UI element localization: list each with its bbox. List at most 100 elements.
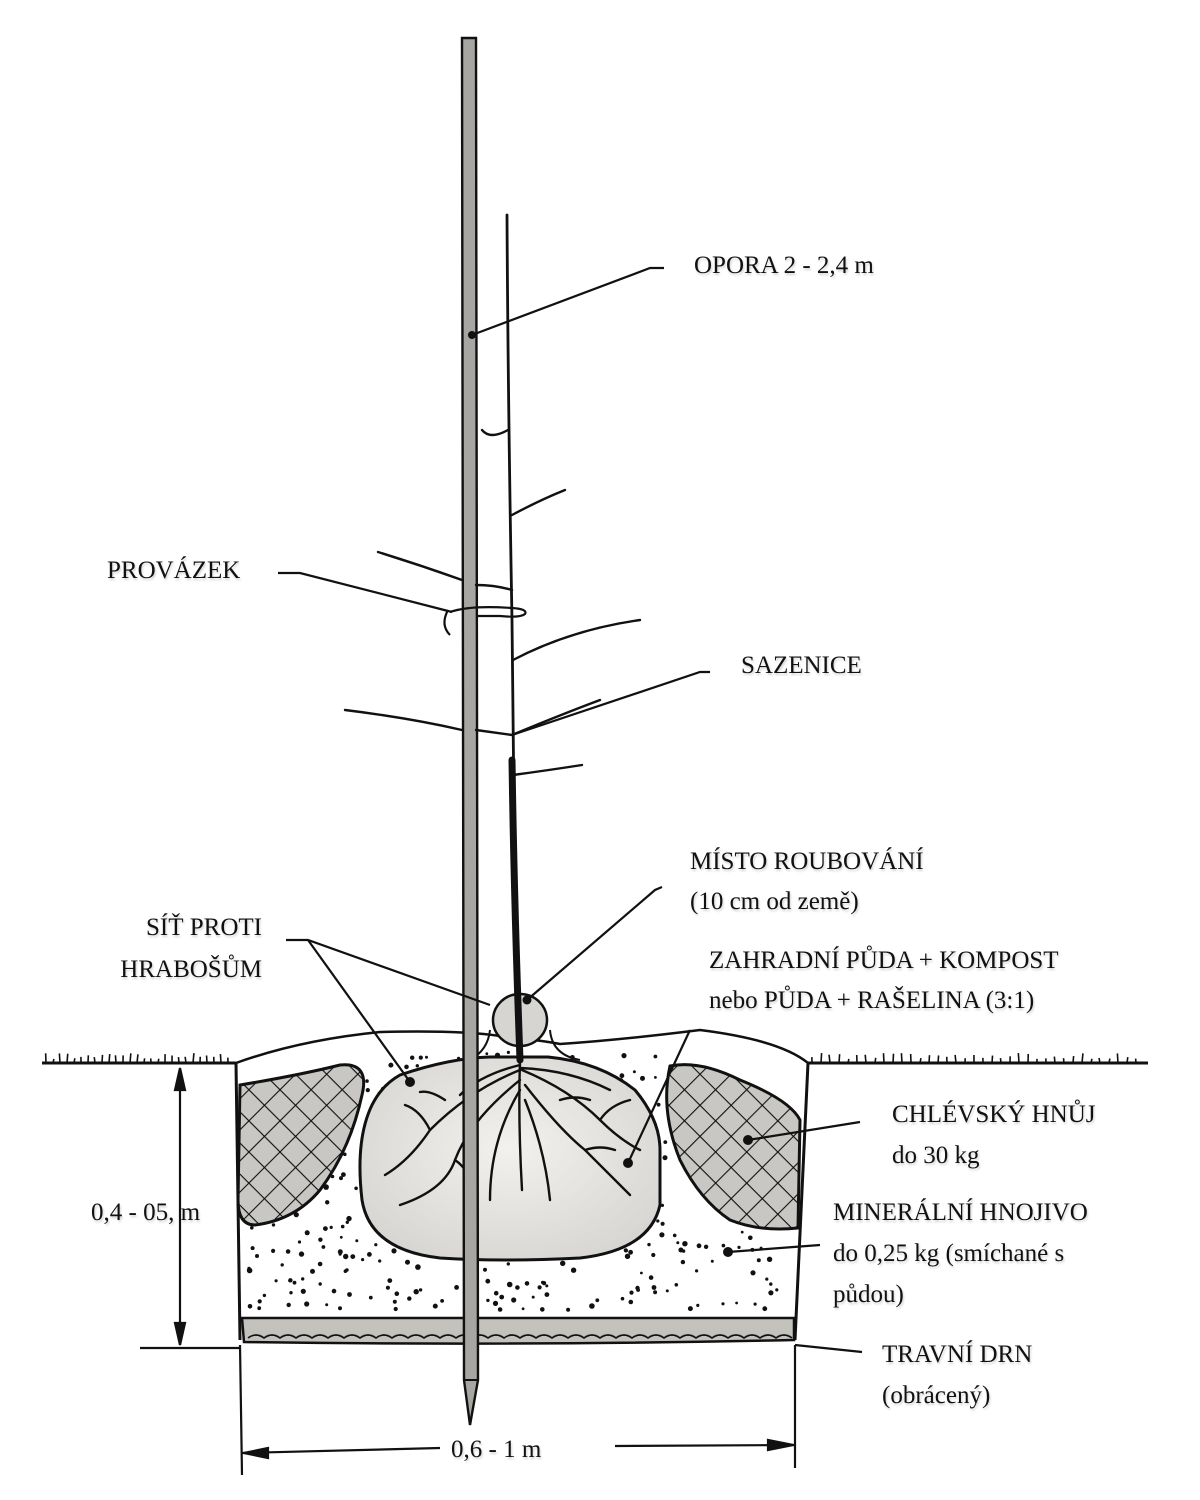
soil-dot (515, 1285, 520, 1290)
grass-tick (865, 1055, 866, 1063)
soil-dot (748, 1236, 753, 1241)
soil-dot (414, 1289, 419, 1294)
soil-dot (318, 1238, 322, 1242)
soil-dot (251, 1246, 255, 1250)
soil-dot (350, 1254, 355, 1259)
sod-layer (242, 1318, 794, 1344)
soil-dot (507, 1282, 513, 1288)
soil-dot (305, 1230, 310, 1235)
grass-tick (67, 1054, 68, 1063)
grass-tick (848, 1059, 849, 1063)
grass-tick (829, 1055, 830, 1063)
soil-dot (647, 1243, 650, 1246)
soil-dot (346, 1216, 351, 1221)
soil-dot (338, 1306, 342, 1310)
soil-dot (675, 1283, 679, 1287)
soil-dot (657, 1103, 661, 1107)
soil-dot (681, 1260, 685, 1264)
soil-dot (415, 1264, 421, 1270)
soil-dot (769, 1282, 772, 1285)
soil-dot (325, 1200, 329, 1204)
soil-dot (750, 1270, 755, 1275)
ground-surface (42, 1053, 1148, 1063)
label-opora: OPORA 2 - 2,4 m (694, 248, 874, 284)
support-stake (462, 38, 478, 1425)
soil-dot (289, 1291, 292, 1294)
soil-dot (330, 1226, 333, 1229)
soil-dot (416, 1064, 419, 1067)
soil-dot (666, 1289, 669, 1292)
soil-dot (365, 1079, 369, 1083)
soil-dot (388, 1063, 393, 1068)
soil-dot (767, 1257, 772, 1262)
soil-dot (407, 1296, 411, 1300)
soil-dot (659, 1232, 664, 1237)
label-misto-roubovani-note: (10 cm od země) (690, 884, 859, 920)
grass-tick (929, 1055, 930, 1063)
leader-provazek (278, 573, 452, 612)
soil-dot (287, 1303, 291, 1307)
soil-dot (355, 1239, 358, 1242)
soil-dot (493, 1301, 498, 1306)
soil-dot (595, 1298, 599, 1302)
soil-dot (405, 1260, 410, 1265)
soil-dot (341, 1172, 346, 1177)
soil-dot (247, 1267, 250, 1270)
grass-tick (1018, 1053, 1019, 1063)
soil-dot (620, 1073, 625, 1078)
label-provazek: PROVÁZEK (107, 553, 240, 589)
soil-dot (347, 1292, 352, 1297)
soil-dot (332, 1289, 337, 1294)
soil-dot (545, 1292, 550, 1297)
soil-dot (695, 1269, 698, 1272)
soil-dot (525, 1281, 530, 1286)
soil-dot (673, 1234, 677, 1238)
grass-tick (1073, 1056, 1074, 1063)
soil-dot (301, 1289, 306, 1294)
label-depth: 0,4 - 05, m (91, 1195, 200, 1231)
manure-left (238, 1065, 364, 1225)
soil-dot (629, 1300, 634, 1305)
soil-dot (288, 1279, 291, 1282)
label-hnuj-line2: do 30 kg (892, 1138, 980, 1174)
grass-tick (1054, 1057, 1055, 1063)
soil-dot (640, 1076, 645, 1081)
soil-dot (511, 1297, 516, 1302)
grass-tick (1127, 1057, 1128, 1063)
soil-dot (378, 1259, 381, 1262)
soil-dot (494, 1291, 499, 1296)
soil-dot (293, 1281, 297, 1285)
label-zahradni-puda-line2: nebo PŮDA + RAŠELINA (3:1) (709, 983, 1034, 1019)
grass-tick (53, 1059, 54, 1063)
grass-tick (220, 1054, 221, 1063)
soil-dot (483, 1268, 487, 1272)
soil-dot (391, 1248, 396, 1253)
soil-dot (640, 1272, 643, 1275)
label-drn-line2: (obrácený) (882, 1378, 990, 1414)
soil-dot (325, 1303, 328, 1306)
soil-dot (258, 1299, 262, 1303)
soil-dot (257, 1306, 261, 1310)
soil-dot (485, 1279, 490, 1284)
soil-dot (625, 1254, 630, 1259)
label-mineral-line3: půdou) (833, 1277, 904, 1313)
soil-dot (653, 1290, 657, 1294)
leader-sazenice (512, 672, 710, 735)
soil-dot (340, 1236, 343, 1239)
soil-dot (419, 1288, 422, 1291)
label-sazenice: SAZENICE (741, 648, 862, 684)
grass-tick (920, 1058, 921, 1063)
soil-dot (394, 1307, 398, 1311)
soil-dot (704, 1245, 708, 1249)
grass-tick (883, 1053, 884, 1063)
soil-dot (433, 1304, 438, 1309)
grass-tick (901, 1053, 902, 1063)
soil-dot (676, 1241, 679, 1244)
grass-tick (130, 1053, 131, 1063)
soil-dot (386, 1286, 390, 1290)
label-mineral-line1: MINERÁLNÍ HNOJIVO (833, 1195, 1088, 1231)
grass-tick (821, 1053, 822, 1063)
soil-dot (310, 1269, 315, 1274)
leader-mineral (728, 1245, 820, 1252)
